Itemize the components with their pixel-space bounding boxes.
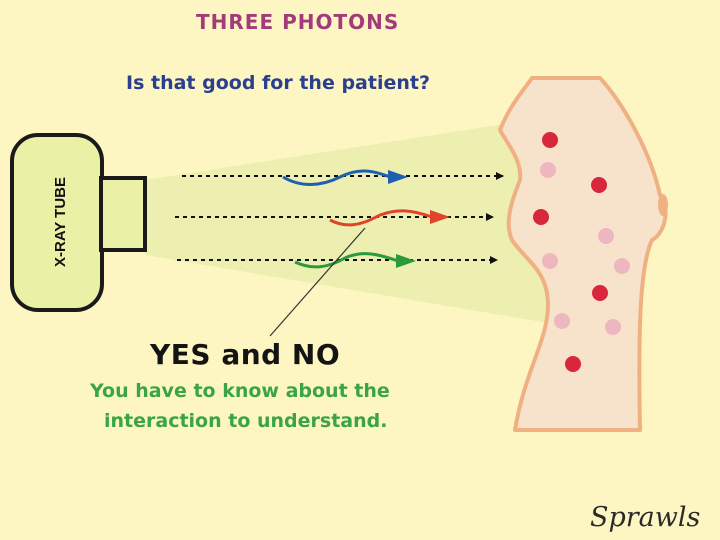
slide-title: THREE PHOTONS xyxy=(196,10,400,34)
red-dot xyxy=(565,356,581,372)
photon-red xyxy=(329,209,450,227)
explanation-line-1: You have to know about the xyxy=(90,380,390,402)
pointer-line xyxy=(269,227,366,337)
pink-dot xyxy=(542,253,558,269)
red-dot xyxy=(592,285,608,301)
photon-blue xyxy=(282,169,408,186)
xray-tube: X-RAY TUBE xyxy=(10,133,147,312)
tube-label: X-RAY TUBE xyxy=(52,177,69,267)
xray-beam xyxy=(145,120,560,325)
patient-body xyxy=(498,76,668,432)
pink-dot xyxy=(554,313,570,329)
pink-dot xyxy=(614,258,630,274)
red-dot xyxy=(591,177,607,193)
author-signature: Sprawls xyxy=(590,502,701,533)
nipple xyxy=(658,194,668,216)
photon-green xyxy=(294,252,416,269)
pink-dot xyxy=(605,319,621,335)
red-dot xyxy=(542,132,558,148)
pink-dot xyxy=(540,162,556,178)
explanation-line-2: interaction to understand. xyxy=(104,410,388,432)
pink-dot xyxy=(598,228,614,244)
answer-text: YES and NO xyxy=(150,338,341,371)
red-dot xyxy=(533,209,549,225)
question-text: Is that good for the patient? xyxy=(126,72,430,94)
